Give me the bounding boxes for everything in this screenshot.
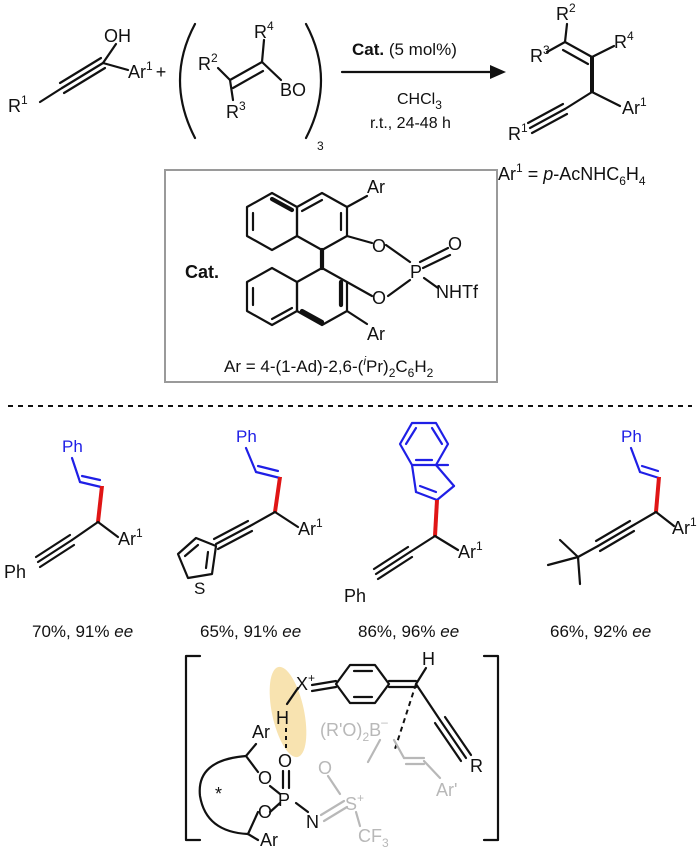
left-bracket bbox=[184, 654, 202, 842]
product-structure: R2 R3 R4 Ar1 R1 bbox=[508, 1, 647, 144]
svg-text:CF3: CF3 bbox=[358, 826, 389, 847]
svg-text:Ar': Ar' bbox=[436, 780, 457, 800]
svg-text:O: O bbox=[372, 288, 386, 308]
r1-label: R1 bbox=[8, 93, 28, 116]
svg-text:R: R bbox=[470, 756, 483, 776]
svg-text:*: * bbox=[215, 784, 222, 804]
svg-text:H: H bbox=[422, 649, 435, 669]
svg-text:P: P bbox=[410, 262, 422, 282]
ar-definition: Ar = 4-(1-Ad)-2,6-(iPr)2C6H2 bbox=[224, 354, 434, 380]
upper-naphthalene bbox=[245, 191, 374, 252]
right-parenthesis bbox=[304, 22, 323, 140]
svg-text:O: O bbox=[258, 768, 272, 788]
red-wedge-bond bbox=[96, 486, 104, 522]
svg-text:Ar: Ar bbox=[260, 830, 278, 847]
svg-text:Ar1: Ar1 bbox=[672, 515, 697, 538]
svg-text:O: O bbox=[372, 236, 386, 256]
svg-text:Ar: Ar bbox=[367, 324, 385, 344]
svg-text:Ar: Ar bbox=[252, 722, 270, 742]
svg-text:NHTf: NHTf bbox=[436, 282, 479, 302]
reaction-arrow: Cat. (5 mol%) CHCl3 r.t., 24-48 h bbox=[340, 40, 506, 132]
thiophene-ring bbox=[176, 536, 218, 580]
svg-text:R2: R2 bbox=[198, 51, 218, 74]
svg-text:Ar1: Ar1 bbox=[458, 539, 483, 562]
svg-text:X+: X+ bbox=[296, 671, 315, 694]
conditions-time: r.t., 24-48 h bbox=[370, 115, 451, 132]
example-1-result: 70%, 91% ee bbox=[32, 622, 133, 641]
svg-text:S: S bbox=[194, 579, 205, 598]
catalyst-box: Cat. Ar O O P O NHTf bbox=[164, 169, 498, 383]
svg-text:R3: R3 bbox=[530, 43, 550, 66]
reactant-propargylic-alcohol: OH Ar1+ R1 bbox=[8, 26, 166, 116]
svg-text:Ar1: Ar1 bbox=[622, 95, 647, 118]
example-3-result: 86%, 96% ee bbox=[358, 622, 459, 641]
boroxine-multiplier: 3 bbox=[317, 139, 324, 153]
example-product-4: Ph Ar1 66%, 92% ee bbox=[546, 427, 697, 641]
oh-label: OH bbox=[104, 26, 131, 46]
svg-text:Ph: Ph bbox=[236, 427, 257, 446]
svg-text:R2: R2 bbox=[556, 1, 576, 24]
example-product-2: Ph Ar1 S 65%, 91% ee bbox=[176, 427, 323, 641]
svg-text:H: H bbox=[276, 708, 289, 728]
svg-text:Ar: Ar bbox=[367, 177, 385, 197]
catalyst-label: Cat. bbox=[185, 262, 219, 282]
svg-text:R4: R4 bbox=[254, 19, 274, 42]
example-2-result: 65%, 91% ee bbox=[200, 622, 301, 641]
chiral-backbone bbox=[198, 754, 250, 836]
conditions-catalyst: Cat. (5 mol%) bbox=[352, 40, 457, 59]
svg-text:R4: R4 bbox=[614, 29, 634, 52]
ar1-label: Ar1+ bbox=[128, 59, 166, 82]
stereo-wedge-bond bbox=[590, 56, 594, 92]
svg-text:O: O bbox=[448, 234, 462, 254]
right-bracket bbox=[482, 654, 500, 842]
svg-text:Ar1: Ar1 bbox=[118, 526, 143, 549]
left-parenthesis bbox=[178, 22, 197, 140]
example-product-3: Ar1 Ph 86%, 96% ee bbox=[344, 421, 483, 641]
svg-text:N: N bbox=[306, 812, 319, 832]
example-4-result: 66%, 92% ee bbox=[550, 622, 651, 641]
svg-text:S+: S+ bbox=[345, 791, 364, 814]
svg-text:O: O bbox=[318, 758, 332, 778]
example-product-1: Ph Ar1 Ph 70%, 91% ee bbox=[4, 437, 143, 641]
transition-state-model: X+ H R H O P * Ar O O Ar bbox=[184, 649, 500, 847]
lower-naphthalene bbox=[245, 247, 374, 327]
svg-text:Ph: Ph bbox=[621, 427, 642, 446]
quinoid-ring bbox=[334, 663, 391, 705]
reactant-alkenyl-boroxine: 3 R4 R2 R3 BO bbox=[178, 19, 324, 153]
svg-text:R3: R3 bbox=[226, 99, 246, 122]
svg-text:(R'O)2B–: (R'O)2B– bbox=[320, 715, 388, 744]
conditions-solvent: CHCl3 bbox=[397, 91, 442, 112]
svg-text:Ph: Ph bbox=[4, 562, 26, 582]
svg-text:Ph: Ph bbox=[344, 586, 366, 606]
svg-text:Ph: Ph bbox=[62, 437, 83, 456]
svg-text:Ar1: Ar1 bbox=[298, 516, 323, 539]
forming-bond bbox=[393, 683, 417, 753]
ar1-definition: Ar1 = p-AcNHC6H4 bbox=[498, 161, 646, 188]
svg-text:P: P bbox=[278, 790, 290, 810]
svg-text:O: O bbox=[278, 751, 292, 771]
svg-text:R1: R1 bbox=[508, 121, 528, 144]
svg-text:O: O bbox=[258, 802, 272, 822]
bo-label: BO bbox=[280, 80, 306, 100]
